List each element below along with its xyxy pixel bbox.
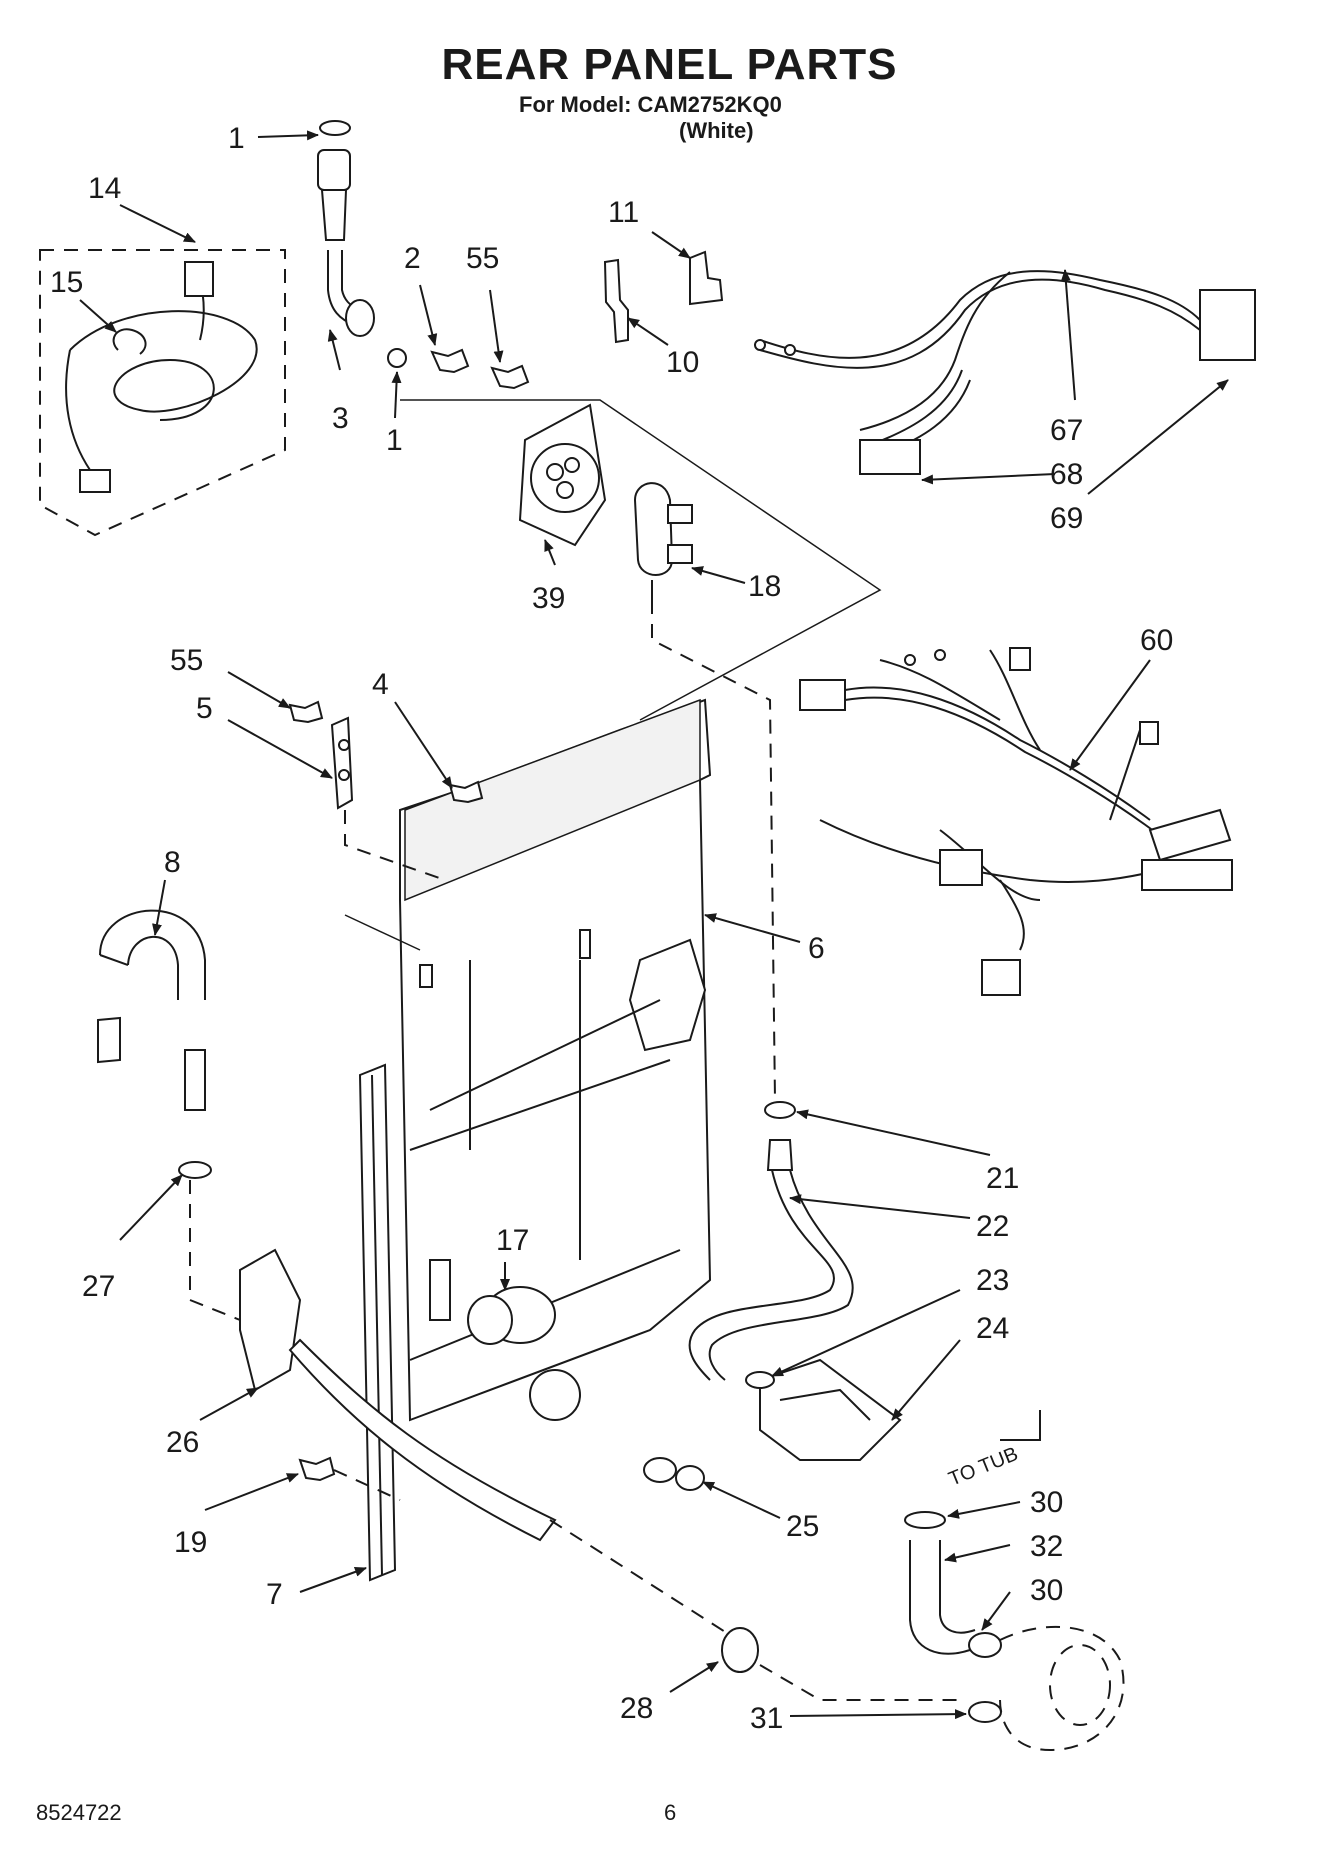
drain-knob [643, 1457, 705, 1491]
callout-69: 69 [1050, 502, 1083, 535]
page-title: REAR PANEL PARTS [441, 40, 898, 89]
callout-14: 14 [88, 172, 121, 205]
screws-top [430, 348, 530, 390]
callout-19: 19 [174, 1526, 207, 1559]
callout-30b: 30 [1030, 1574, 1063, 1607]
power-cord-kit [39, 249, 286, 537]
callout-10: 10 [666, 346, 699, 379]
callout-27: 27 [82, 1270, 115, 1303]
water-valve [633, 482, 693, 600]
dashed-19 [333, 1469, 401, 1501]
bracket-5 [288, 700, 484, 881]
callout-24: 24 [976, 1312, 1009, 1345]
drain-hose-32 [904, 1410, 1125, 1752]
drain-cover [189, 1180, 557, 1542]
callout-labels: 1 14 15 3 1 2 55 11 10 67 68 69 39 18 60… [50, 122, 1173, 1735]
color-subtitle: (White) [679, 118, 754, 143]
callout-68: 68 [1050, 458, 1083, 491]
water-inlet-plate [518, 403, 607, 547]
model-subtitle: For Model: CAM2752KQ0 [519, 92, 782, 117]
screw-19 [298, 1456, 336, 1482]
wire-harness-upper [754, 270, 1256, 475]
callout-31: 31 [750, 1702, 783, 1735]
callout-21: 21 [986, 1162, 1019, 1195]
callout-7: 7 [266, 1578, 283, 1611]
callout-25: 25 [786, 1510, 819, 1543]
dashed-valve-route [651, 600, 776, 1101]
wire-harness-main [799, 647, 1233, 996]
callout-3: 3 [332, 402, 349, 435]
callout-11: 11 [608, 196, 639, 229]
side-rail [358, 1063, 397, 1582]
to-tub-label: TO TUB [946, 1443, 1022, 1491]
timer-switch [467, 1286, 581, 1421]
callout-5: 5 [196, 692, 213, 725]
fill-hose-assembly [317, 120, 407, 368]
callout-6: 6 [808, 932, 825, 965]
callout-1a: 1 [228, 122, 245, 155]
callout-2: 2 [404, 242, 421, 275]
rear-panel [344, 698, 712, 1422]
clamp-28 [549, 1519, 960, 1701]
standpipe-hose [97, 909, 212, 1179]
callout-26: 26 [166, 1426, 199, 1459]
pump-bracket [745, 1358, 902, 1461]
callout-18: 18 [748, 570, 781, 603]
fill-hose-22 [688, 1101, 854, 1381]
callout-67: 67 [1050, 414, 1083, 447]
callout-39: 39 [532, 582, 565, 615]
leader-lines [79, 130, 1229, 1720]
callout-23: 23 [976, 1264, 1009, 1297]
callout-30a: 30 [1030, 1486, 1063, 1519]
callout-15: 15 [50, 266, 83, 299]
callout-1b: 1 [386, 424, 403, 457]
assembly-guideline [400, 399, 882, 721]
document-number: 8524722 [36, 1800, 122, 1825]
page-number: 6 [664, 1800, 677, 1825]
callout-60: 60 [1140, 624, 1173, 657]
callout-32: 32 [1030, 1530, 1063, 1563]
callout-55a: 55 [466, 242, 499, 275]
callout-4: 4 [372, 668, 389, 701]
callout-28: 28 [620, 1692, 653, 1725]
callout-8: 8 [164, 846, 181, 879]
callout-55b: 55 [170, 644, 203, 677]
callout-17: 17 [496, 1224, 529, 1257]
brackets-10-11 [603, 250, 724, 344]
callout-22: 22 [976, 1210, 1009, 1243]
